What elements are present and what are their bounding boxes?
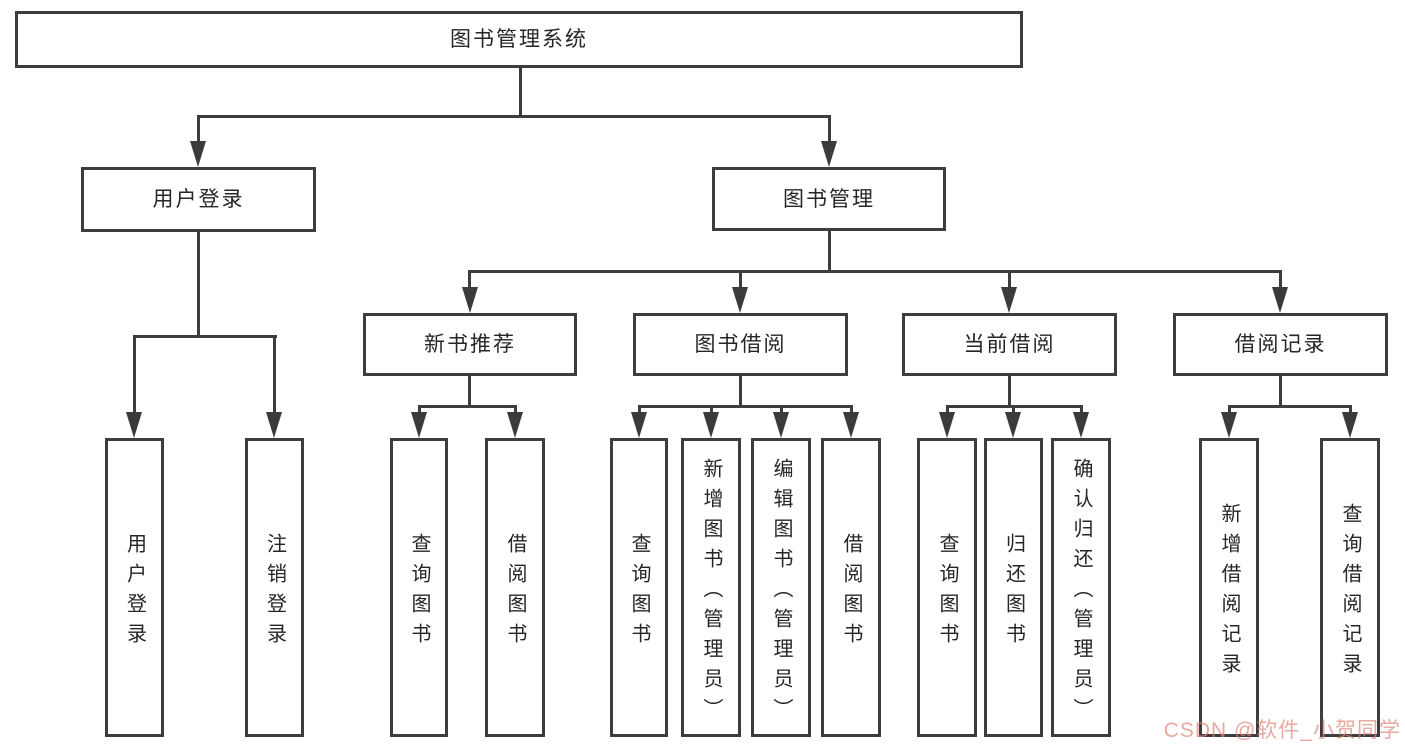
arrowhead-logout-leaf: [266, 412, 282, 438]
leaf-logout-label: 注销登录: [263, 532, 286, 653]
node-user-login: 用户登录: [81, 167, 316, 232]
connector-drop-book-mgmt: [828, 115, 831, 142]
leaf-bb-query-book: 查询图书: [610, 438, 668, 737]
leaf-user-login: 用户登录: [105, 438, 164, 737]
leaf-nb-borrow-book: 借阅图书: [485, 438, 545, 737]
connector-drop-nb-borrow: [514, 405, 517, 414]
node-user-login-label: 用户登录: [152, 188, 245, 211]
leaf-cb-return-book: 归还图书: [984, 438, 1043, 737]
leaf-logout: 注销登录: [245, 438, 304, 737]
connector-drop-new-book: [468, 270, 471, 287]
connector-drop-cb-query: [946, 405, 949, 414]
node-root: 图书管理系统: [15, 11, 1023, 68]
node-borrow-records: 借阅记录: [1173, 313, 1388, 376]
arrowhead-new-book: [462, 287, 478, 313]
connector-drop-cb-confirm: [1080, 405, 1083, 414]
leaf-cb-return-book-label: 归还图书: [1002, 532, 1025, 653]
arrowhead-nb-query: [411, 412, 427, 438]
leaf-bb-query-book-label: 查询图书: [628, 532, 650, 653]
arrowhead-bb-add: [703, 412, 719, 438]
connector-drop-bb-borrow: [850, 405, 853, 414]
connector-book-borrow-line: [638, 405, 853, 408]
leaf-cb-confirm-return-admin-label: 确认归还（管理员）: [1070, 457, 1092, 728]
leaf-nb-borrow-book-label: 借阅图书: [504, 532, 526, 653]
connector-drop-current-borrow: [1008, 270, 1011, 287]
leaf-bb-add-book-admin-label: 新增图书（管理员）: [700, 457, 722, 728]
arrowhead-br-add: [1221, 412, 1237, 438]
leaf-br-add-record: 新增借阅记录: [1199, 438, 1259, 737]
connector-drop-logout-leaf: [273, 335, 276, 412]
arrowhead-book-mgmt: [821, 141, 837, 167]
connector-drop-book-borrow: [739, 270, 742, 287]
node-new-book-recommend-label: 新书推荐: [424, 333, 516, 356]
node-new-book-recommend: 新书推荐: [363, 313, 577, 376]
connector-new-book-stem: [468, 374, 471, 408]
leaf-cb-query-book: 查询图书: [917, 438, 977, 737]
connector-drop-br-add: [1228, 405, 1231, 414]
leaf-nb-query-book-label: 查询图书: [408, 532, 430, 653]
connector-level1-line: [197, 115, 831, 118]
arrowhead-cb-return: [1005, 412, 1021, 438]
arrowhead-bb-edit: [773, 412, 789, 438]
leaf-br-query-record: 查询借阅记录: [1320, 438, 1380, 737]
node-root-label: 图书管理系统: [450, 28, 588, 51]
arrowhead-cb-confirm: [1073, 412, 1089, 438]
connector-user-login-line: [133, 335, 277, 338]
leaf-nb-query-book: 查询图书: [390, 438, 448, 737]
leaf-br-query-record-label: 查询借阅记录: [1339, 502, 1361, 683]
connector-root-stem: [519, 66, 522, 118]
connector-borrow-records-stem: [1279, 374, 1282, 408]
node-current-borrow: 当前借阅: [902, 313, 1117, 376]
arrowhead-login-leaf: [126, 412, 142, 438]
connector-drop-cb-return: [1012, 405, 1015, 414]
arrowhead-user-login: [190, 141, 206, 167]
connector-drop-nb-query: [418, 405, 421, 414]
connector-book-mgmt-stem: [828, 230, 831, 273]
arrowhead-bb-query: [631, 412, 647, 438]
connector-drop-login-leaf: [133, 335, 136, 412]
leaf-user-login-label: 用户登录: [123, 532, 146, 653]
leaf-bb-borrow-book: 借阅图书: [821, 438, 881, 737]
leaf-cb-query-book-label: 查询图书: [936, 532, 958, 653]
node-book-mgmt-label: 图书管理: [783, 187, 875, 211]
connector-drop-bb-query: [638, 405, 641, 414]
csdn-watermark: CSDN @软件_小贺同学: [1163, 719, 1401, 742]
leaf-br-add-record-label: 新增借阅记录: [1218, 502, 1240, 683]
connector-borrow-records-line: [1228, 405, 1352, 408]
node-book-borrow-label: 图书借阅: [694, 333, 787, 356]
node-borrow-records-label: 借阅记录: [1234, 333, 1327, 356]
connector-drop-bb-add: [710, 405, 713, 414]
arrowhead-cb-query: [939, 412, 955, 438]
leaf-bb-edit-book-admin-label: 编辑图书（管理员）: [770, 457, 792, 728]
leaf-bb-edit-book-admin: 编辑图书（管理员）: [751, 438, 811, 737]
arrowhead-book-borrow: [732, 287, 748, 313]
leaf-cb-confirm-return-admin: 确认归还（管理员）: [1051, 438, 1111, 737]
leaf-bb-borrow-book-label: 借阅图书: [840, 532, 862, 653]
connector-drop-br-query: [1349, 405, 1352, 414]
node-book-mgmt: 图书管理: [712, 167, 946, 231]
node-current-borrow-label: 当前借阅: [963, 333, 1056, 356]
connector-new-book-line: [418, 405, 517, 408]
arrowhead-current-borrow: [1001, 287, 1017, 313]
node-book-borrow: 图书借阅: [633, 313, 848, 376]
arrowhead-br-query: [1342, 412, 1358, 438]
arrowhead-nb-borrow: [507, 412, 523, 438]
connector-drop-user-login: [197, 115, 200, 142]
arrowhead-bb-borrow: [843, 412, 859, 438]
arrowhead-borrow-records: [1272, 287, 1288, 313]
connector-level2-line: [468, 270, 1282, 273]
connector-current-borrow-stem: [1008, 374, 1011, 408]
connector-drop-borrow-records: [1279, 270, 1282, 287]
connector-user-login-stem: [197, 230, 200, 337]
connector-drop-bb-edit: [780, 405, 783, 414]
connector-book-borrow-stem: [739, 374, 742, 408]
leaf-bb-add-book-admin: 新增图书（管理员）: [681, 438, 741, 737]
